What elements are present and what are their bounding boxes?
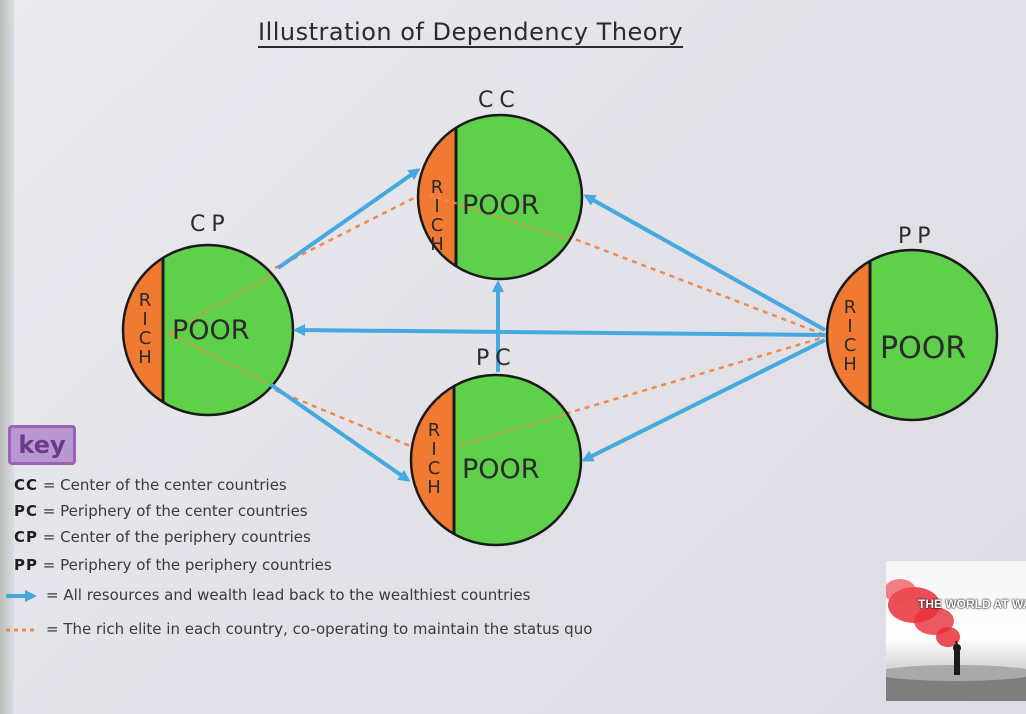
cc-poor-label: POOR (462, 190, 540, 221)
key-heading: key (8, 425, 76, 465)
arrow-cp-to-cc (276, 168, 421, 270)
key-item-cc: CC = Center of the center countries (14, 476, 287, 494)
arrow-pp-to-cp (293, 324, 826, 337)
pc-rich-label: RICH (424, 420, 445, 496)
diagram-title: Illustration of Dependency Theory (258, 18, 684, 46)
key-desc: = Center of the center countries (42, 476, 287, 494)
arrow-pp-to-cc (583, 194, 826, 332)
node-pc (409, 373, 583, 547)
key-desc: = Center of the periphery countries (42, 528, 311, 546)
elite-link-cp-pc (274, 388, 416, 450)
cc-label: CC (478, 88, 521, 113)
brand-watermark: THE WORLD AT WAR (886, 561, 1026, 701)
pp-label: PP (898, 224, 937, 249)
pp-rich-label: RICH (840, 297, 861, 373)
cp-label: CP (190, 212, 231, 237)
node-cc (416, 113, 584, 281)
pc-label: PC (476, 346, 517, 371)
key-item-pc: PC = Periphery of the center countries (14, 502, 308, 520)
key-abbr: CP (14, 528, 39, 546)
key-abbr: PC (14, 502, 39, 520)
smoke-flare-icon (886, 579, 1026, 701)
node-pp (825, 248, 999, 422)
key-abbr: PP (14, 556, 38, 574)
pc-poor-label: POOR (462, 454, 540, 485)
key-item-pp: PP = Periphery of the periphery countrie… (14, 556, 332, 574)
pp-poor-label: POOR (880, 331, 966, 366)
key-item-cp: CP = Center of the periphery countries (14, 528, 311, 546)
cc-rich-label: RICH (427, 177, 448, 253)
key-arrow-description: = All resources and wealth lead back to … (46, 586, 531, 604)
key-abbr: CC (14, 476, 39, 494)
cp-rich-label: RICH (135, 290, 156, 366)
key-dotted-description: = The rich elite in each country, co-ope… (46, 620, 593, 638)
key-desc: = Periphery of the periphery countries (42, 556, 332, 574)
elite-link-cp-cc (274, 193, 421, 270)
arrow-pp-to-pc (581, 338, 826, 462)
key-desc: = Periphery of the center countries (42, 502, 308, 520)
cp-poor-label: POOR (172, 315, 250, 346)
wealth-arrows (268, 168, 826, 482)
paper-edge (0, 0, 14, 714)
brand-text: THE WORLD AT WAR (918, 597, 1026, 611)
arrow-cp-to-pc (268, 382, 411, 482)
node-cp (121, 243, 295, 417)
